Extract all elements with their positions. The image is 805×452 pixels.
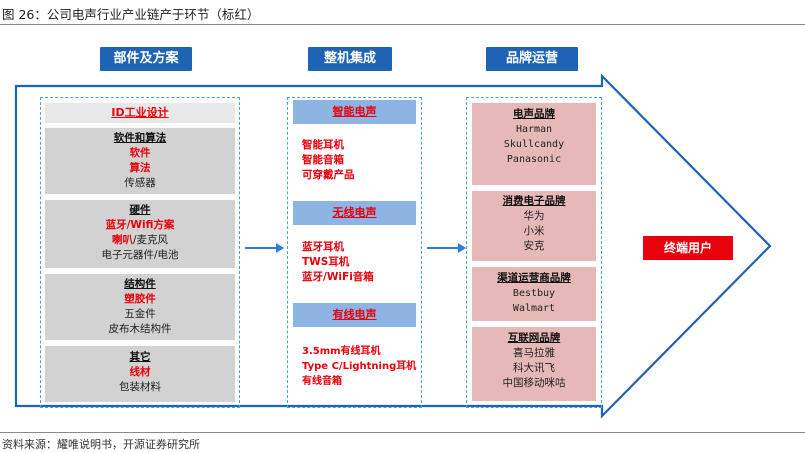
hardware-box: 硬件 蓝牙/Wifi方案 喇叭/麦克风 电子元器件/电池	[45, 200, 235, 268]
consumer-brand-box: 消费电子品牌 华为 小米 安克	[472, 191, 596, 261]
bottom-rule	[0, 432, 805, 433]
wired-speaker-item: 有线音箱	[302, 376, 342, 387]
software-title: 软件和算法	[113, 132, 167, 144]
internet-brand-box: 互联网品牌 喜马拉雅 科大讯飞 中国移动咪咕	[472, 327, 596, 401]
stage-header-brand: 品牌运营	[486, 47, 578, 71]
plastic-item: 塑胶件	[124, 293, 156, 305]
end-user-box: 终端用户	[643, 236, 733, 260]
typec-lightning-item: Type C/Lightning耳机	[302, 361, 417, 372]
structure-title: 结构件	[124, 278, 156, 290]
software-item: 软件	[129, 147, 151, 159]
stage-header-assembly: 整机集成	[308, 47, 392, 71]
wired-audio-bar: 有线电声	[293, 303, 416, 327]
walmart-item: Walmart	[512, 303, 556, 314]
consumer-brand-title: 消费电子品牌	[502, 195, 566, 207]
migu-item: 中国移动咪咕	[502, 377, 566, 389]
parts-column	[40, 97, 240, 408]
other-title: 其它	[129, 351, 151, 363]
bt-wifi-speaker-item: 蓝牙/WiFi音箱	[302, 271, 374, 283]
hardware-metal-item: 五金件	[124, 308, 156, 320]
smart-earphone-item: 智能耳机	[302, 139, 344, 151]
connector-arrow-2	[427, 243, 466, 253]
figure-caption: 图 26：公司电声行业产业链产于环节（标红）	[2, 7, 260, 22]
wired-audio-list: 3.5mm有线耳机 Type C/Lightning耳机 有线音箱	[302, 344, 422, 389]
wire-item: 线材	[129, 366, 151, 378]
hardware-title: 硬件	[129, 204, 151, 216]
connector-arrow-1	[245, 243, 284, 253]
id-design-bar: ID工业设计	[45, 103, 235, 123]
stage-header-parts: 部件及方案	[100, 47, 192, 71]
bestbuy-item: Bestbuy	[512, 288, 556, 299]
channel-brand-box: 渠道运营商品牌 Bestbuy Walmart	[472, 267, 596, 321]
xiaomi-item: 小米	[523, 225, 545, 237]
wired-35mm-item: 3.5mm有线耳机	[302, 346, 381, 357]
software-box: 软件和算法 软件 算法 传感器	[45, 128, 235, 194]
sensor-item: 传感器	[124, 177, 156, 189]
wireless-audio-bar: 无线电声	[293, 201, 416, 225]
packaging-item: 包装材料	[119, 381, 161, 393]
skullcandy-item: Skullcandy	[503, 139, 565, 150]
channel-brand-title: 渠道运营商品牌	[497, 272, 571, 284]
speaker-mic-item: 喇叭/麦克风	[111, 234, 169, 246]
harman-item: Harman	[515, 124, 553, 135]
assembly-column	[287, 97, 422, 408]
anker-item: 安克	[523, 240, 545, 252]
smart-speaker-item: 智能音箱	[302, 154, 344, 166]
bt-earphone-item: 蓝牙耳机	[302, 241, 344, 253]
wearable-item: 可穿戴产品	[302, 169, 355, 181]
smart-audio-list: 智能耳机 智能音箱 可穿戴产品	[302, 138, 420, 183]
panasonic-item: Panasonic	[506, 154, 562, 165]
wireless-audio-list: 蓝牙耳机 TWS耳机 蓝牙/WiFi音箱	[302, 240, 420, 285]
iflytek-item: 科大讯飞	[513, 362, 555, 374]
ximalaya-item: 喜马拉雅	[513, 347, 555, 359]
tws-earphone-item: TWS耳机	[302, 256, 350, 268]
brand-column	[466, 97, 602, 408]
algorithm-item: 算法	[129, 162, 151, 174]
other-box: 其它 线材 包装材料	[45, 346, 235, 402]
internet-brand-title: 互联网品牌	[507, 332, 561, 344]
bluetooth-wifi-item: 蓝牙/Wifi方案	[105, 219, 175, 231]
top-rule	[0, 24, 805, 25]
structure-box: 结构件 塑胶件 五金件 皮布木结构件	[45, 274, 235, 340]
audio-brand-title: 电声品牌	[513, 108, 555, 120]
huawei-item: 华为	[523, 210, 545, 222]
smart-audio-bar: 智能电声	[293, 100, 416, 124]
components-battery-item: 电子元器件/电池	[101, 249, 179, 261]
audio-brand-box: 电声品牌 Harman Skullcandy Panasonic	[472, 103, 596, 185]
cloth-wood-item: 皮布木结构件	[108, 323, 172, 335]
